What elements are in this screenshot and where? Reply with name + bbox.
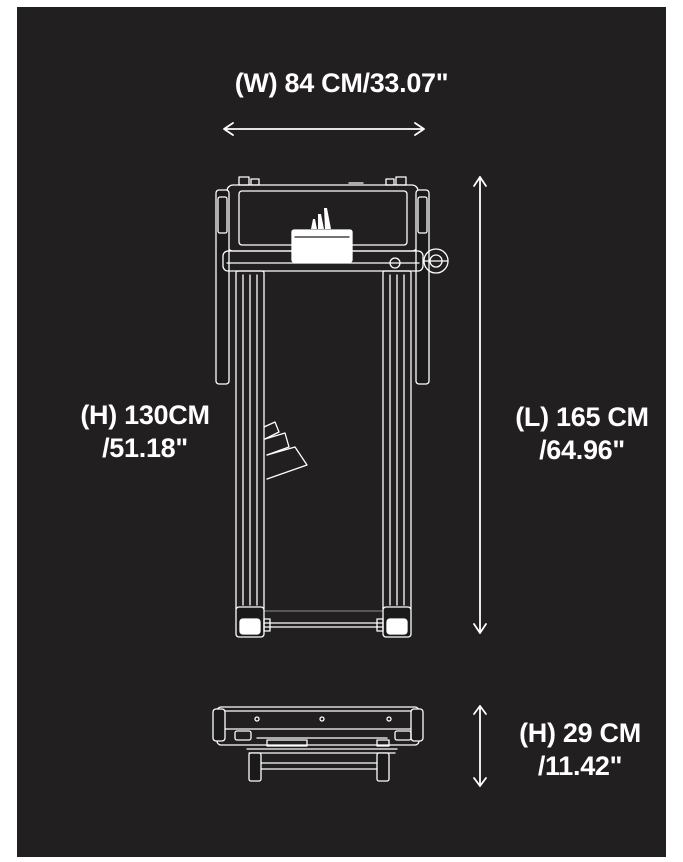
folded-height-text-line1: (H) 29 CM bbox=[519, 718, 641, 748]
brand-logo-icon bbox=[311, 208, 331, 229]
height-text-line1: (H) 130CM bbox=[80, 400, 210, 430]
folded-height-dimension-label: (H) 29 CM /11.42" bbox=[495, 717, 665, 783]
console-display bbox=[291, 229, 353, 263]
length-dimension-label: (L) 165 CM /64.96" bbox=[497, 401, 667, 467]
folded-height-text-line2: /11.42" bbox=[537, 751, 623, 781]
height-text-line2: /51.18" bbox=[102, 433, 188, 463]
length-text-line2: /64.96" bbox=[539, 435, 625, 465]
width-arrow-icon bbox=[223, 122, 425, 136]
height-dimension-label: (H) 130CM /51.18" bbox=[45, 399, 245, 465]
width-dimension-label: (W) 84 CM/33.07" bbox=[17, 67, 666, 100]
treadmill-drawings bbox=[212, 122, 487, 787]
length-arrow-icon bbox=[473, 176, 487, 634]
length-text-line1: (L) 165 CM bbox=[515, 402, 649, 432]
incline-steps bbox=[263, 421, 308, 480]
folded-height-arrow-icon bbox=[473, 705, 487, 787]
width-text: (W) 84 CM/33.07" bbox=[234, 68, 449, 98]
treadmill-folded-view bbox=[212, 706, 424, 782]
dimension-diagram: (W) 84 CM/33.07" (H) 130CM /51.18" (L) 1… bbox=[17, 7, 666, 857]
treadmill-top-view bbox=[215, 176, 449, 638]
